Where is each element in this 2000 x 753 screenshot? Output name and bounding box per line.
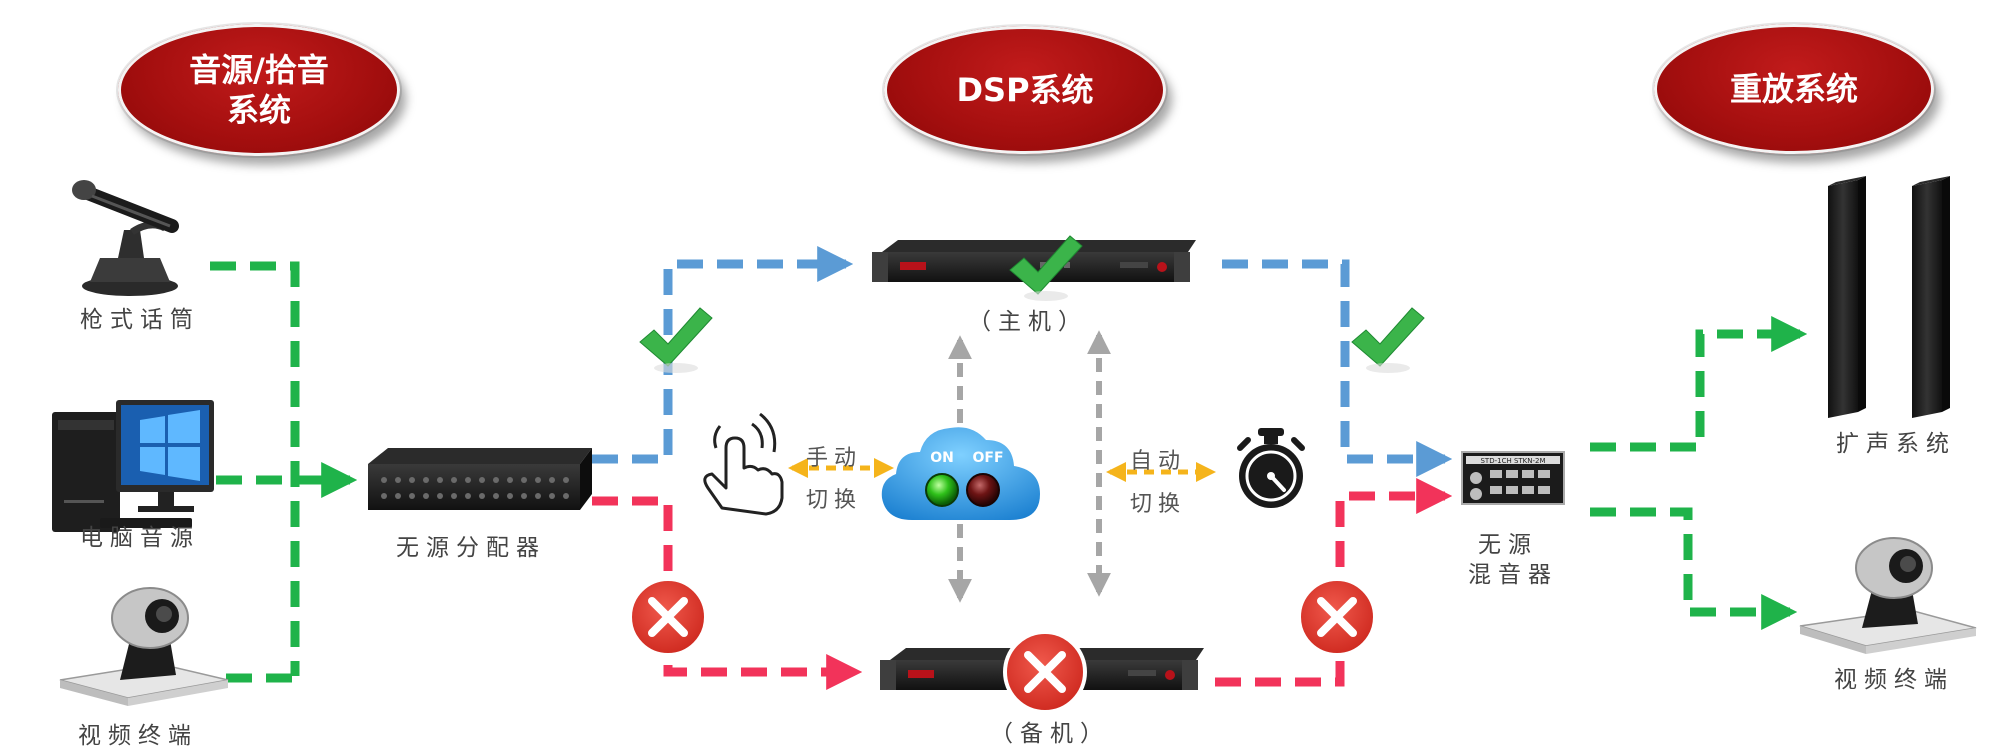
mic-line [210,261,300,676]
red-in-line [592,496,863,690]
cross-icon [628,577,1377,714]
stopwatch-icon [1237,428,1305,508]
check-out [1351,307,1425,367]
check-in [639,307,713,367]
blue-master-lines [592,246,1453,477]
blue-out-line [1222,259,1453,477]
green-output-lines [1590,316,1808,630]
check-icon [639,235,1425,367]
label-auto-2: 切换 [1130,492,1187,517]
header-playback-text: 重放系统 [1729,70,1858,108]
label-manual-1: 手动 [806,446,863,471]
video-terminal-icon [59,587,229,706]
cross-in [628,577,708,657]
header-source-text: 音源/拾音 系统 [189,51,329,129]
label-mixer-1: 无源 [1478,532,1538,558]
label-auto-1: 自动 [1130,449,1187,474]
label-splitter: 无源分配器 [396,535,546,561]
speaker-icon [1828,176,1950,418]
hand-touch-icon [703,412,784,516]
green-source-lines [210,261,358,683]
microphone-icon [72,180,179,296]
video-right-line [1590,507,1798,630]
check-shadows [654,291,1410,373]
label-video-left: 视频终端 [78,723,198,749]
header-dsp: DSP系统 [884,26,1166,154]
cloud-switch-icon: ON OFF [881,427,1040,520]
cross-out [1297,577,1377,657]
label-master: （主机） [968,309,1088,335]
header-source: 音源/拾音 系统 [118,24,400,156]
label-pc: 电脑音源 [80,525,200,551]
speaker-line [1590,316,1808,452]
label-mixer-2: 混音器 [1468,562,1558,588]
label-backup: （备机） [990,721,1110,747]
label-speakers: 扩声系统 [1836,431,1956,457]
video-terminal-right-icon [1799,537,1977,654]
off-label: OFF [972,450,1003,466]
header-playback: 重放系统 [1654,24,1934,154]
splitter-icon [368,448,592,510]
computer-icon [52,400,214,532]
label-mic: 枪式话筒 [80,307,200,333]
mixer-icon: STD-1CH STKN-2M [1461,451,1565,505]
mixer-panel-text: STD-1CH STKN-2M [1480,457,1545,465]
header-dsp-text: DSP系统 [956,71,1094,109]
on-label: ON [930,450,954,466]
yellow-switch-arrows [787,458,1216,482]
label-manual-2: 切换 [806,488,863,513]
cross-backup [1003,630,1087,714]
label-video-right: 视频终端 [1834,667,1954,693]
